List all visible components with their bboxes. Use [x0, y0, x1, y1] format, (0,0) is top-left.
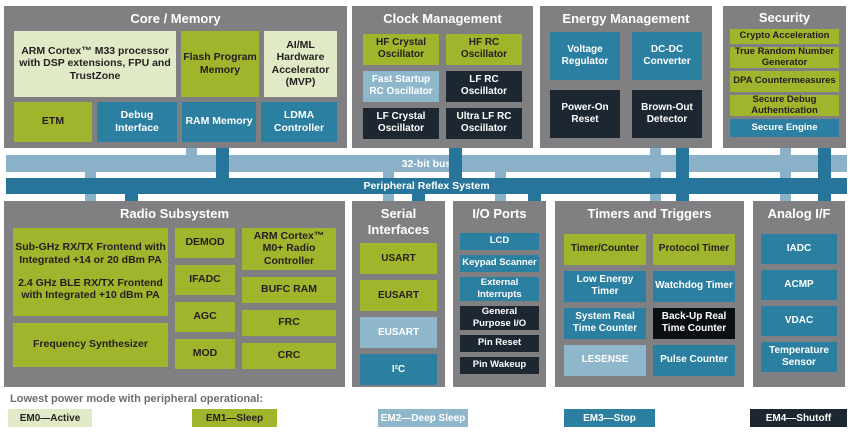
block-protocol-timer: Protocol Timer — [653, 233, 735, 265]
serial-interfaces-title: Serial Interfaces — [367, 206, 430, 237]
analog-if-title: Analog I/F — [767, 206, 831, 221]
block-system-real-time-counter: System Real Time Counter — [564, 307, 646, 339]
block-crypto-acceleration: Crypto Acceleration — [730, 28, 839, 44]
legend-em4-swatch: EM4—Shutoff — [750, 409, 847, 427]
legend-em0-swatch: EM0—Active — [8, 409, 92, 427]
clock-management-block: Clock Management HF Crystal Oscillator H… — [352, 6, 533, 148]
legend-em2-swatch: EM2—Deep Sleep — [378, 409, 468, 427]
block-temperature-sensor: Temperature Sensor — [761, 341, 837, 372]
legend-em1-swatch: EM1—Sleep — [192, 409, 277, 427]
block-mod: MOD — [175, 338, 235, 369]
block-dcdc-converter: DC-DC Converter — [632, 31, 702, 80]
core-memory-block: Core / Memory ARM Cortex™ M33 processor … — [4, 6, 347, 148]
block-watchdog-timer: Watchdog Timer — [653, 270, 735, 302]
block-24ghz-ble-frontend: 2.4 GHz BLE RX/TX Frontend with Integrat… — [18, 277, 163, 302]
core-memory-title: Core / Memory — [130, 11, 221, 26]
block-pin-wakeup: Pin Wakeup — [460, 356, 539, 374]
block-low-energy-timer: Low Energy Timer — [564, 270, 646, 302]
block-arm-cortex-m0-radio-controller: ARM Cortex™ M0+ Radio Controller — [242, 227, 336, 270]
radio-subsystem-block: Radio Subsystem Sub-GHz RX/TX Frontend w… — [4, 201, 345, 387]
block-crc: CRC — [242, 342, 336, 369]
bus-prs-label: Peripheral Reflex System — [363, 180, 490, 192]
block-lf-crystal-oscillator: LF Crystal Oscillator — [363, 107, 439, 139]
security-block: Security Crypto Acceleration True Random… — [723, 6, 846, 148]
bus-32bit: 32-bit bus — [6, 155, 847, 172]
clock-management-title: Clock Management — [383, 11, 502, 26]
block-voltage-regulator: Voltage Regulator — [550, 31, 620, 80]
block-ifadc: IFADC — [175, 264, 235, 295]
security-title: Security — [758, 10, 811, 25]
block-flash-program-memory: Flash Program Memory — [181, 30, 259, 97]
block-secure-debug-authentication: Secure Debug Authentication — [730, 94, 839, 116]
block-arm-cortex-m33: ARM Cortex™ M33 processor with DSP exten… — [14, 30, 176, 97]
block-keypad-scanner: Keypad Scanner — [460, 254, 539, 272]
block-subghz-frontend: Sub-GHz RX/TX Frontend with Integrated +… — [15, 241, 166, 266]
block-lf-rc-oscillator: LF RC Oscillator — [446, 70, 522, 102]
block-etm: ETM — [14, 101, 92, 142]
bus-32bit-label: 32-bit bus — [401, 157, 452, 170]
block-external-interrupts: External Interrupts — [460, 276, 539, 301]
analog-if-block: Analog I/F IADC ACMP VDAC Temperature Se… — [753, 201, 845, 387]
block-timer-counter: Timer/Counter — [564, 233, 646, 265]
energy-management-block: Energy Management Voltage Regulator DC-D… — [540, 6, 712, 148]
block-dpa-countermeasures: DPA Countermeasures — [730, 70, 839, 92]
block-vdac: VDAC — [761, 305, 837, 336]
block-pulse-counter: Pulse Counter — [653, 344, 735, 376]
block-ram-memory: RAM Memory — [182, 101, 256, 142]
radio-subsystem-title: Radio Subsystem — [119, 206, 230, 221]
bus-peripheral-reflex-system: Peripheral Reflex System — [6, 178, 847, 194]
block-frequency-synthesizer: Frequency Synthesizer — [13, 322, 168, 367]
block-frc: FRC — [242, 309, 336, 336]
legend-label: Lowest power mode with peripheral operat… — [10, 393, 264, 405]
block-agc: AGC — [175, 301, 235, 332]
block-lcd: LCD — [460, 232, 539, 250]
block-radio-frontends: Sub-GHz RX/TX Frontend with Integrated +… — [13, 227, 168, 316]
block-fast-startup-rc-oscillator: Fast Startup RC Oscillator — [363, 70, 439, 102]
connector-energy-timers-dark — [676, 147, 689, 203]
timers-triggers-title: Timers and Triggers — [587, 206, 712, 221]
block-eusart-2: EUSART — [360, 317, 437, 349]
serial-interfaces-block: Serial Interfaces USART EUSART EUSART I²… — [352, 201, 445, 387]
block-hf-rc-oscillator: HF RC Oscillator — [446, 33, 522, 65]
block-hf-crystal-oscillator: HF Crystal Oscillator — [363, 33, 439, 65]
block-pin-reset: Pin Reset — [460, 334, 539, 352]
block-iadc: IADC — [761, 233, 837, 264]
block-i2c: I²C — [360, 354, 437, 386]
connector-energy-timers-light — [650, 147, 661, 203]
block-ldma-controller: LDMA Controller — [261, 101, 337, 142]
timers-triggers-block: Timers and Triggers Timer/Counter Low En… — [555, 201, 744, 387]
block-usart: USART — [360, 243, 437, 275]
block-demod: DEMOD — [175, 227, 235, 258]
block-lesense: LESENSE — [564, 344, 646, 376]
block-power-on-reset: Power-On Reset — [550, 89, 620, 138]
block-secure-engine: Secure Engine — [730, 118, 839, 137]
block-aiml-accelerator: AI/ML Hardware Accelerator (MVP) — [264, 30, 337, 97]
energy-management-title: Energy Management — [562, 11, 690, 26]
io-ports-title: I/O Ports — [472, 206, 527, 221]
block-true-random-number-generator: True Random Number Generator — [730, 46, 839, 68]
block-ultra-lf-rc-oscillator: Ultra LF RC Oscillator — [446, 107, 522, 139]
block-debug-interface: Debug Interface — [97, 101, 177, 142]
io-ports-block: I/O Ports LCD Keypad Scanner External In… — [453, 201, 546, 387]
block-backup-real-time-counter: Back-Up Real Time Counter — [653, 307, 735, 339]
block-bufc-ram: BUFC RAM — [242, 276, 336, 303]
legend-em3-swatch: EM3—Stop — [564, 409, 655, 427]
block-eusart-1: EUSART — [360, 280, 437, 312]
block-brown-out-detector: Brown-Out Detector — [632, 89, 702, 138]
block-general-purpose-io: General Purpose I/O — [460, 305, 539, 330]
connector-security-analog-dark — [818, 147, 831, 203]
connector-security-analog-light — [780, 147, 791, 203]
block-acmp: ACMP — [761, 269, 837, 300]
